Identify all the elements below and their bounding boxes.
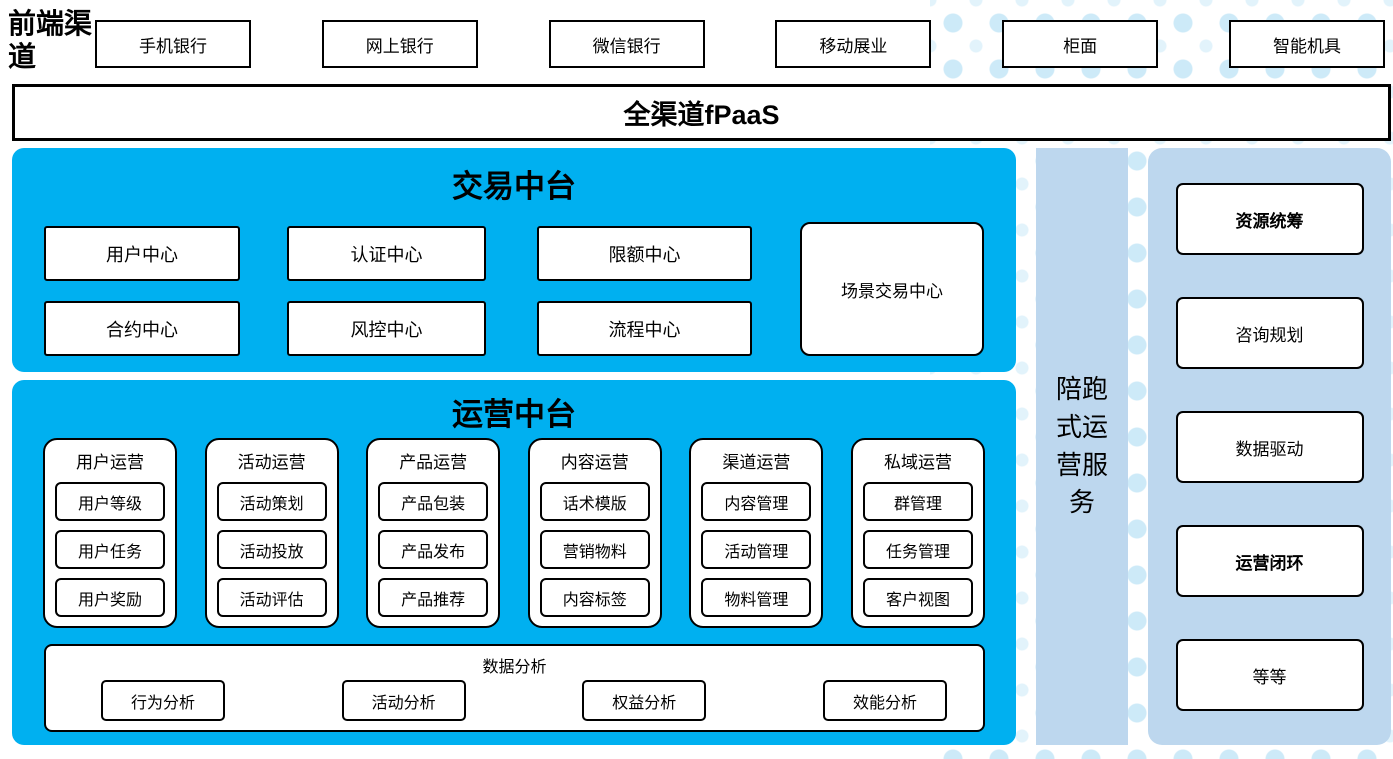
operation-groups-row: 用户运营 用户等级 用户任务 用户奖励 活动运营 活动策划 活动投放 活动评估 … — [43, 438, 985, 628]
op-item-product-release: 产品发布 — [378, 530, 489, 569]
companion-service-bar: 陪跑式运营服务 — [1036, 148, 1128, 745]
svc-resource-coordination: 资源统筹 — [1175, 183, 1364, 255]
tx-box-user-center: 用户中心 — [44, 226, 240, 281]
op-item-script-template: 话术模版 — [539, 482, 650, 521]
service-column: 资源统筹 咨询规划 数据驱动 运营闭环 等等 — [1148, 148, 1391, 745]
tx-box-scene-transaction-center: 场景交易中心 — [800, 222, 984, 356]
group-title: 活动运营 — [237, 453, 306, 472]
tx-box-limit-center: 限额中心 — [537, 226, 752, 281]
op-item-content-tag: 内容标签 — [539, 578, 650, 617]
op-item-activity-delivery: 活动投放 — [216, 530, 327, 569]
svc-operation-loop: 运营闭环 — [1175, 525, 1364, 597]
op-item-material-mgmt: 物料管理 — [701, 578, 812, 617]
op-item-activity-plan: 活动策划 — [216, 482, 327, 521]
tx-box-risk-center: 风控中心 — [287, 301, 486, 356]
da-item-efficiency-analysis: 效能分析 — [822, 680, 947, 721]
op-item-marketing-material: 营销物料 — [539, 530, 650, 569]
group-title: 用户运营 — [76, 453, 144, 472]
front-channels-row: 手机银行 网上银行 微信银行 移动展业 柜面 智能机具 — [95, 20, 1385, 68]
omnichannel-fpaas-bar: 全渠道fPaaS — [12, 84, 1391, 141]
transaction-platform-section: 交易中台 用户中心 认证中心 限额中心 合约中心 风控中心 流程中心 场景交易中… — [12, 148, 1016, 372]
op-item-activity-eval: 活动评估 — [216, 578, 327, 617]
group-title: 渠道运营 — [722, 453, 791, 472]
op-item-user-reward: 用户奖励 — [55, 578, 165, 617]
channel-smart-machine: 智能机具 — [1228, 20, 1385, 68]
group-user-operation: 用户运营 用户等级 用户任务 用户奖励 — [43, 438, 177, 628]
companion-service-label: 陪跑式运营服务 — [1055, 374, 1108, 518]
data-analysis-title: 数据分析 — [482, 659, 547, 676]
op-item-task-mgmt: 任务管理 — [862, 530, 973, 569]
op-item-group-mgmt: 群管理 — [862, 482, 973, 521]
op-item-product-package: 产品包装 — [378, 482, 489, 521]
front-channels-label: 前端渠道 — [8, 9, 93, 74]
tx-box-process-center: 流程中心 — [537, 301, 752, 356]
da-item-behavior-analysis: 行为分析 — [101, 680, 225, 721]
group-title: 产品运营 — [399, 453, 468, 472]
operation-platform-section: 运营中台 用户运营 用户等级 用户任务 用户奖励 活动运营 活动策划 活动投放 … — [12, 380, 1016, 745]
group-product-operation: 产品运营 产品包装 产品发布 产品推荐 — [366, 438, 501, 628]
tx-box-contract-center: 合约中心 — [44, 301, 240, 356]
channel-wechat-banking: 微信银行 — [548, 20, 705, 68]
group-title: 私域运营 — [883, 453, 952, 472]
group-title: 内容运营 — [560, 453, 629, 472]
channel-mobile-sales: 移动展业 — [775, 20, 932, 68]
group-activity-operation: 活动运营 活动策划 活动投放 活动评估 — [204, 438, 339, 628]
op-item-product-recommend: 产品推荐 — [378, 578, 489, 617]
operation-platform-title: 运营中台 — [452, 397, 576, 432]
data-analysis-box: 数据分析 行为分析 活动分析 权益分析 效能分析 — [44, 644, 985, 732]
da-item-activity-analysis: 活动分析 — [341, 680, 466, 721]
group-channel-operation: 渠道运营 内容管理 活动管理 物料管理 — [689, 438, 824, 628]
op-item-user-task: 用户任务 — [55, 530, 165, 569]
op-item-customer-view: 客户视图 — [862, 578, 973, 617]
channel-mobile-banking: 手机银行 — [95, 20, 251, 68]
op-item-content-mgmt: 内容管理 — [701, 482, 812, 521]
channel-online-banking: 网上银行 — [321, 20, 478, 68]
transaction-platform-title: 交易中台 — [452, 169, 576, 204]
op-item-activity-mgmt: 活动管理 — [701, 530, 812, 569]
group-content-operation: 内容运营 话术模版 营销物料 内容标签 — [527, 438, 662, 628]
svc-etc: 等等 — [1175, 639, 1364, 711]
da-item-rights-analysis: 权益分析 — [582, 680, 707, 721]
svc-data-driven: 数据驱动 — [1175, 411, 1364, 483]
svc-consulting-planning: 咨询规划 — [1175, 297, 1364, 369]
group-private-domain-operation: 私域运营 群管理 任务管理 客户视图 — [850, 438, 985, 628]
data-analysis-items: 行为分析 活动分析 权益分析 效能分析 — [101, 680, 947, 721]
channel-counter: 柜面 — [1002, 20, 1159, 68]
tx-box-auth-center: 认证中心 — [287, 226, 486, 281]
op-item-user-level: 用户等级 — [55, 482, 165, 521]
